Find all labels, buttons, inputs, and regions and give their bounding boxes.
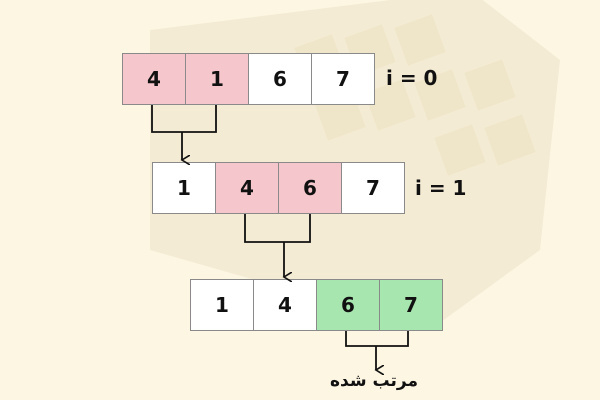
array-cell: 4 — [253, 279, 317, 331]
iteration-label-0: i = 0 — [386, 66, 438, 90]
array-cell: 1 — [190, 279, 254, 331]
array-cell: 7 — [379, 279, 443, 331]
array-cell: 6 — [316, 279, 380, 331]
array-cell: 6 — [278, 162, 342, 214]
array-row-2: 1 4 6 7 — [190, 279, 443, 331]
bracket-0 — [151, 105, 217, 133]
iteration-label-1: i = 1 — [415, 176, 467, 200]
array-cell: 7 — [311, 53, 375, 105]
array-cell: 7 — [341, 162, 405, 214]
array-cell: 4 — [215, 162, 279, 214]
array-row-0: 4 1 6 7 — [122, 53, 375, 105]
bracket-1 — [244, 214, 311, 243]
bracket-2 — [345, 331, 409, 347]
sorted-caption: مرتب شده — [330, 371, 418, 391]
array-cell: 6 — [248, 53, 312, 105]
